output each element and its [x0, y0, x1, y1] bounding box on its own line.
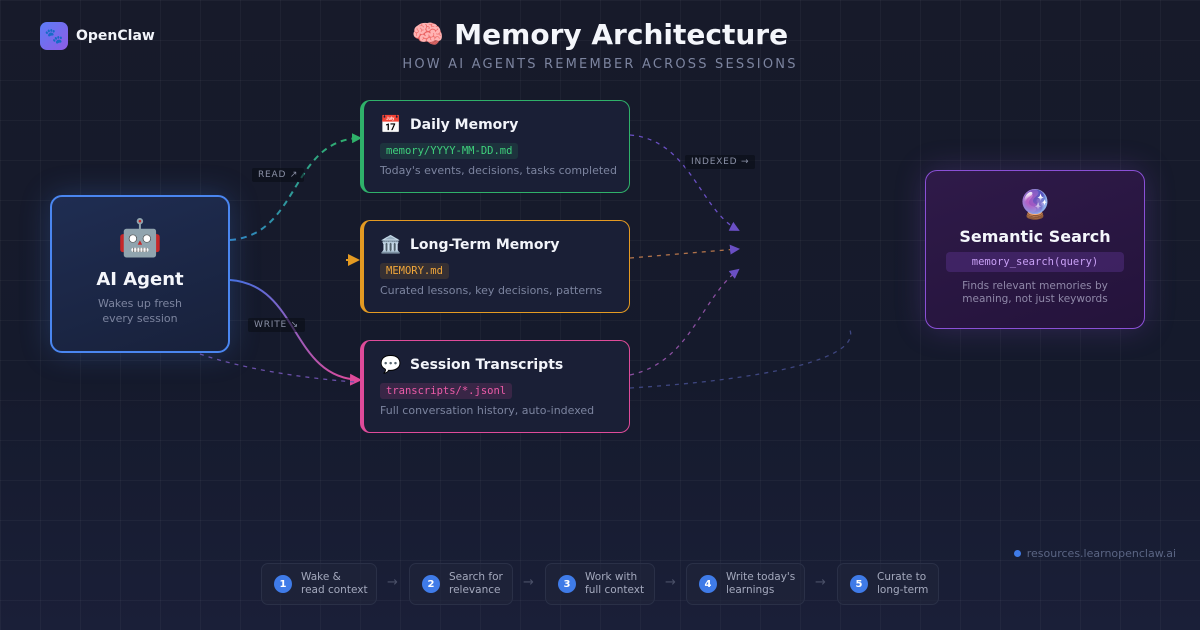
paw-icon: 🐾	[40, 22, 68, 50]
daily-memory-path: memory/YYYY-MM-DD.md	[380, 143, 519, 159]
brain-icon: 🧠	[411, 19, 445, 50]
arrow-right-icon: →	[387, 575, 398, 590]
page-header: 🧠 Memory Architecture HOW AI AGENTS REME…	[0, 18, 1200, 72]
step-label: Wake & read context	[301, 571, 368, 596]
read-label: READ ↗	[252, 168, 305, 182]
step-number: 1	[274, 575, 292, 593]
dot-icon	[1013, 550, 1021, 557]
step-label: Work with full context	[585, 571, 645, 596]
semantic-search-card: 🔮 Semantic Search memory_search(query) F…	[925, 170, 1145, 329]
daily-memory-title: Daily Memory	[410, 117, 519, 133]
agent-to-session-dashed-arrow	[199, 353, 356, 383]
step-1: 1 Wake & read context	[261, 563, 377, 605]
semantic-search-code: memory_search(query)	[946, 252, 1124, 272]
step-label: Search for relevance	[449, 571, 503, 596]
calendar-icon: 📅	[380, 115, 402, 135]
page-title-text: Memory Architecture	[454, 18, 789, 51]
site-link[interactable]: resources.learnopenclaw.ai	[1013, 547, 1176, 560]
session-transcripts-card: 💬 Session Transcripts transcripts/*.json…	[360, 340, 630, 433]
session-to-search-curve	[629, 329, 852, 389]
step-5: 5 Curate to long-term	[837, 563, 939, 605]
site-url: resources.learnopenclaw.ai	[1026, 547, 1176, 560]
write-label: WRITE ↘	[248, 318, 305, 332]
step-number: 2	[422, 575, 440, 593]
robot-icon: 🤖	[117, 218, 163, 259]
arrow-right-icon: →	[523, 575, 534, 590]
classical-building-icon: 🏛️	[380, 235, 402, 255]
session-transcripts-title: Session Transcripts	[410, 357, 564, 373]
step-4: 4 Write today's learnings	[686, 563, 805, 605]
brand-name: OpenClaw	[76, 28, 155, 44]
brand[interactable]: 🐾 OpenClaw	[40, 22, 155, 50]
indexed-arrow-session	[629, 268, 740, 376]
session-transcripts-path: transcripts/*.jsonl	[380, 383, 513, 399]
semantic-search-description: Finds relevant memories by meaning, not …	[962, 280, 1108, 305]
semantic-search-title: Semantic Search	[959, 227, 1111, 246]
crystal-ball-icon: 🔮	[1017, 188, 1053, 221]
long-term-memory-card: 🏛️ Long-Term Memory MEMORY.md Curated le…	[360, 220, 630, 313]
page-title: 🧠 Memory Architecture	[412, 18, 788, 51]
indexed-arrow-longterm	[629, 244, 740, 259]
step-2: 2 Search for relevance	[409, 563, 513, 605]
session-transcripts-description: Full conversation history, auto-indexed	[380, 404, 595, 417]
page-subtitle: HOW AI AGENTS REMEMBER ACROSS SESSIONS	[402, 57, 798, 72]
step-label: Curate to long-term	[877, 571, 929, 596]
step-3: 3 Work with full context	[545, 563, 655, 605]
long-term-memory-title: Long-Term Memory	[410, 237, 560, 253]
arrow-right-icon: →	[815, 575, 826, 590]
step-number: 4	[699, 575, 717, 593]
indexed-label: INDEXED →	[685, 155, 756, 169]
step-number: 5	[850, 575, 868, 593]
long-term-memory-description: Curated lessons, key decisions, patterns	[380, 284, 603, 297]
step-number: 3	[558, 575, 576, 593]
indexed-arrow-daily	[629, 134, 740, 231]
daily-memory-card: 📅 Daily Memory memory/YYYY-MM-DD.md Toda…	[360, 100, 630, 193]
daily-memory-description: Today's events, decisions, tasks complet…	[380, 164, 617, 177]
long-term-memory-path: MEMORY.md	[380, 263, 449, 279]
step-label: Write today's learnings	[726, 571, 796, 596]
workflow-steps: 1 Wake & read context → 2 Search for rel…	[0, 563, 1200, 605]
agent-description: Wakes up fresh every session	[98, 297, 182, 325]
ai-agent-card: 🤖 AI Agent Wakes up fresh every session	[50, 195, 230, 353]
read-arrow	[229, 133, 362, 241]
arrow-right-icon: →	[665, 575, 676, 590]
agent-title: AI Agent	[96, 269, 184, 290]
speech-bubble-icon: 💬	[380, 355, 402, 375]
